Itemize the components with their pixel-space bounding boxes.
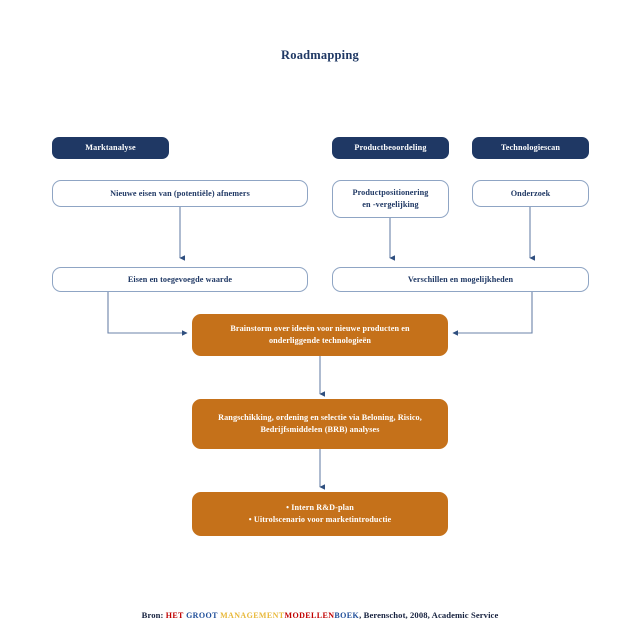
node-verschillen-mogelijkheden-label: Verschillen en mogelijkheden bbox=[407, 274, 514, 284]
node-header-technologiescan[interactable]: Technologiescan bbox=[472, 137, 589, 159]
node-header-marktanalyse[interactable]: Marktanalyse bbox=[52, 137, 169, 159]
node-eisen-toegevoegde-waarde[interactable]: Eisen en toegevoegde waarde bbox=[52, 267, 308, 292]
footer-title-boek: BOEK bbox=[334, 611, 360, 620]
node-output[interactable]: • Intern R&D-plan • Uitrolscenario voor … bbox=[192, 492, 448, 536]
node-eisen-toegevoegde-waarde-label: Eisen en toegevoegde waarde bbox=[127, 274, 233, 284]
arrow-verschillen-to-brainstorm bbox=[452, 292, 533, 336]
footer-title-management: MANAGEMENT bbox=[220, 611, 285, 620]
footer-title-modellen: MODELLEN bbox=[284, 611, 335, 620]
node-brainstorm[interactable]: Brainstorm over ideeën voor nieuwe produ… bbox=[192, 314, 448, 356]
node-rangschikking-line2: Bedrijfsmiddelen (BRB) analyses bbox=[260, 425, 380, 434]
node-nieuwe-eisen[interactable]: Nieuwe eisen van (potentiële) afnemers bbox=[52, 180, 308, 207]
node-output-line1: • Intern R&D-plan bbox=[286, 503, 354, 513]
node-brainstorm-line1: Brainstorm over ideeën voor nieuwe produ… bbox=[230, 324, 410, 334]
page-title: Roadmapping bbox=[281, 48, 359, 62]
node-productpositionering-line2: en -vergelijking bbox=[362, 200, 419, 209]
node-nieuwe-eisen-label: Nieuwe eisen van (potentiële) afnemers bbox=[110, 188, 250, 198]
footer-title-het: HET bbox=[165, 611, 184, 620]
source-footer: Bron: HET GROOT MANAGEMENTMODELLENBOEK, … bbox=[0, 610, 640, 620]
node-brainstorm-line2: onderliggende technologieën bbox=[268, 336, 372, 345]
footer-title-groot: GROOT bbox=[186, 611, 218, 620]
node-header-technologiescan-label: Technologiescan bbox=[500, 143, 561, 153]
node-header-productbeoordeling-label: Productbeoordeling bbox=[354, 143, 427, 153]
footer-prefix: Bron: bbox=[141, 610, 164, 620]
arrow-eisen-waarde-to-brainstorm bbox=[107, 292, 188, 336]
node-productpositionering[interactable]: Productpositionering en -vergelijking bbox=[332, 180, 449, 218]
node-productpositionering-line1: Productpositionering bbox=[352, 188, 429, 198]
node-header-productbeoordeling[interactable]: Productbeoordeling bbox=[332, 137, 449, 159]
footer-suffix: , Berenschot, 2008, Academic Service bbox=[359, 610, 499, 620]
node-onderzoek[interactable]: Onderzoek bbox=[472, 180, 589, 207]
node-output-line2: • Uitrolscenario voor marketintroductie bbox=[248, 515, 392, 524]
node-onderzoek-label: Onderzoek bbox=[510, 188, 551, 198]
node-rangschikking[interactable]: Rangschikking, ordening en selectie via … bbox=[192, 399, 448, 449]
node-verschillen-mogelijkheden[interactable]: Verschillen en mogelijkheden bbox=[332, 267, 589, 292]
node-rangschikking-line1: Rangschikking, ordening en selectie via … bbox=[218, 413, 422, 423]
node-header-marktanalyse-label: Marktanalyse bbox=[85, 143, 136, 153]
